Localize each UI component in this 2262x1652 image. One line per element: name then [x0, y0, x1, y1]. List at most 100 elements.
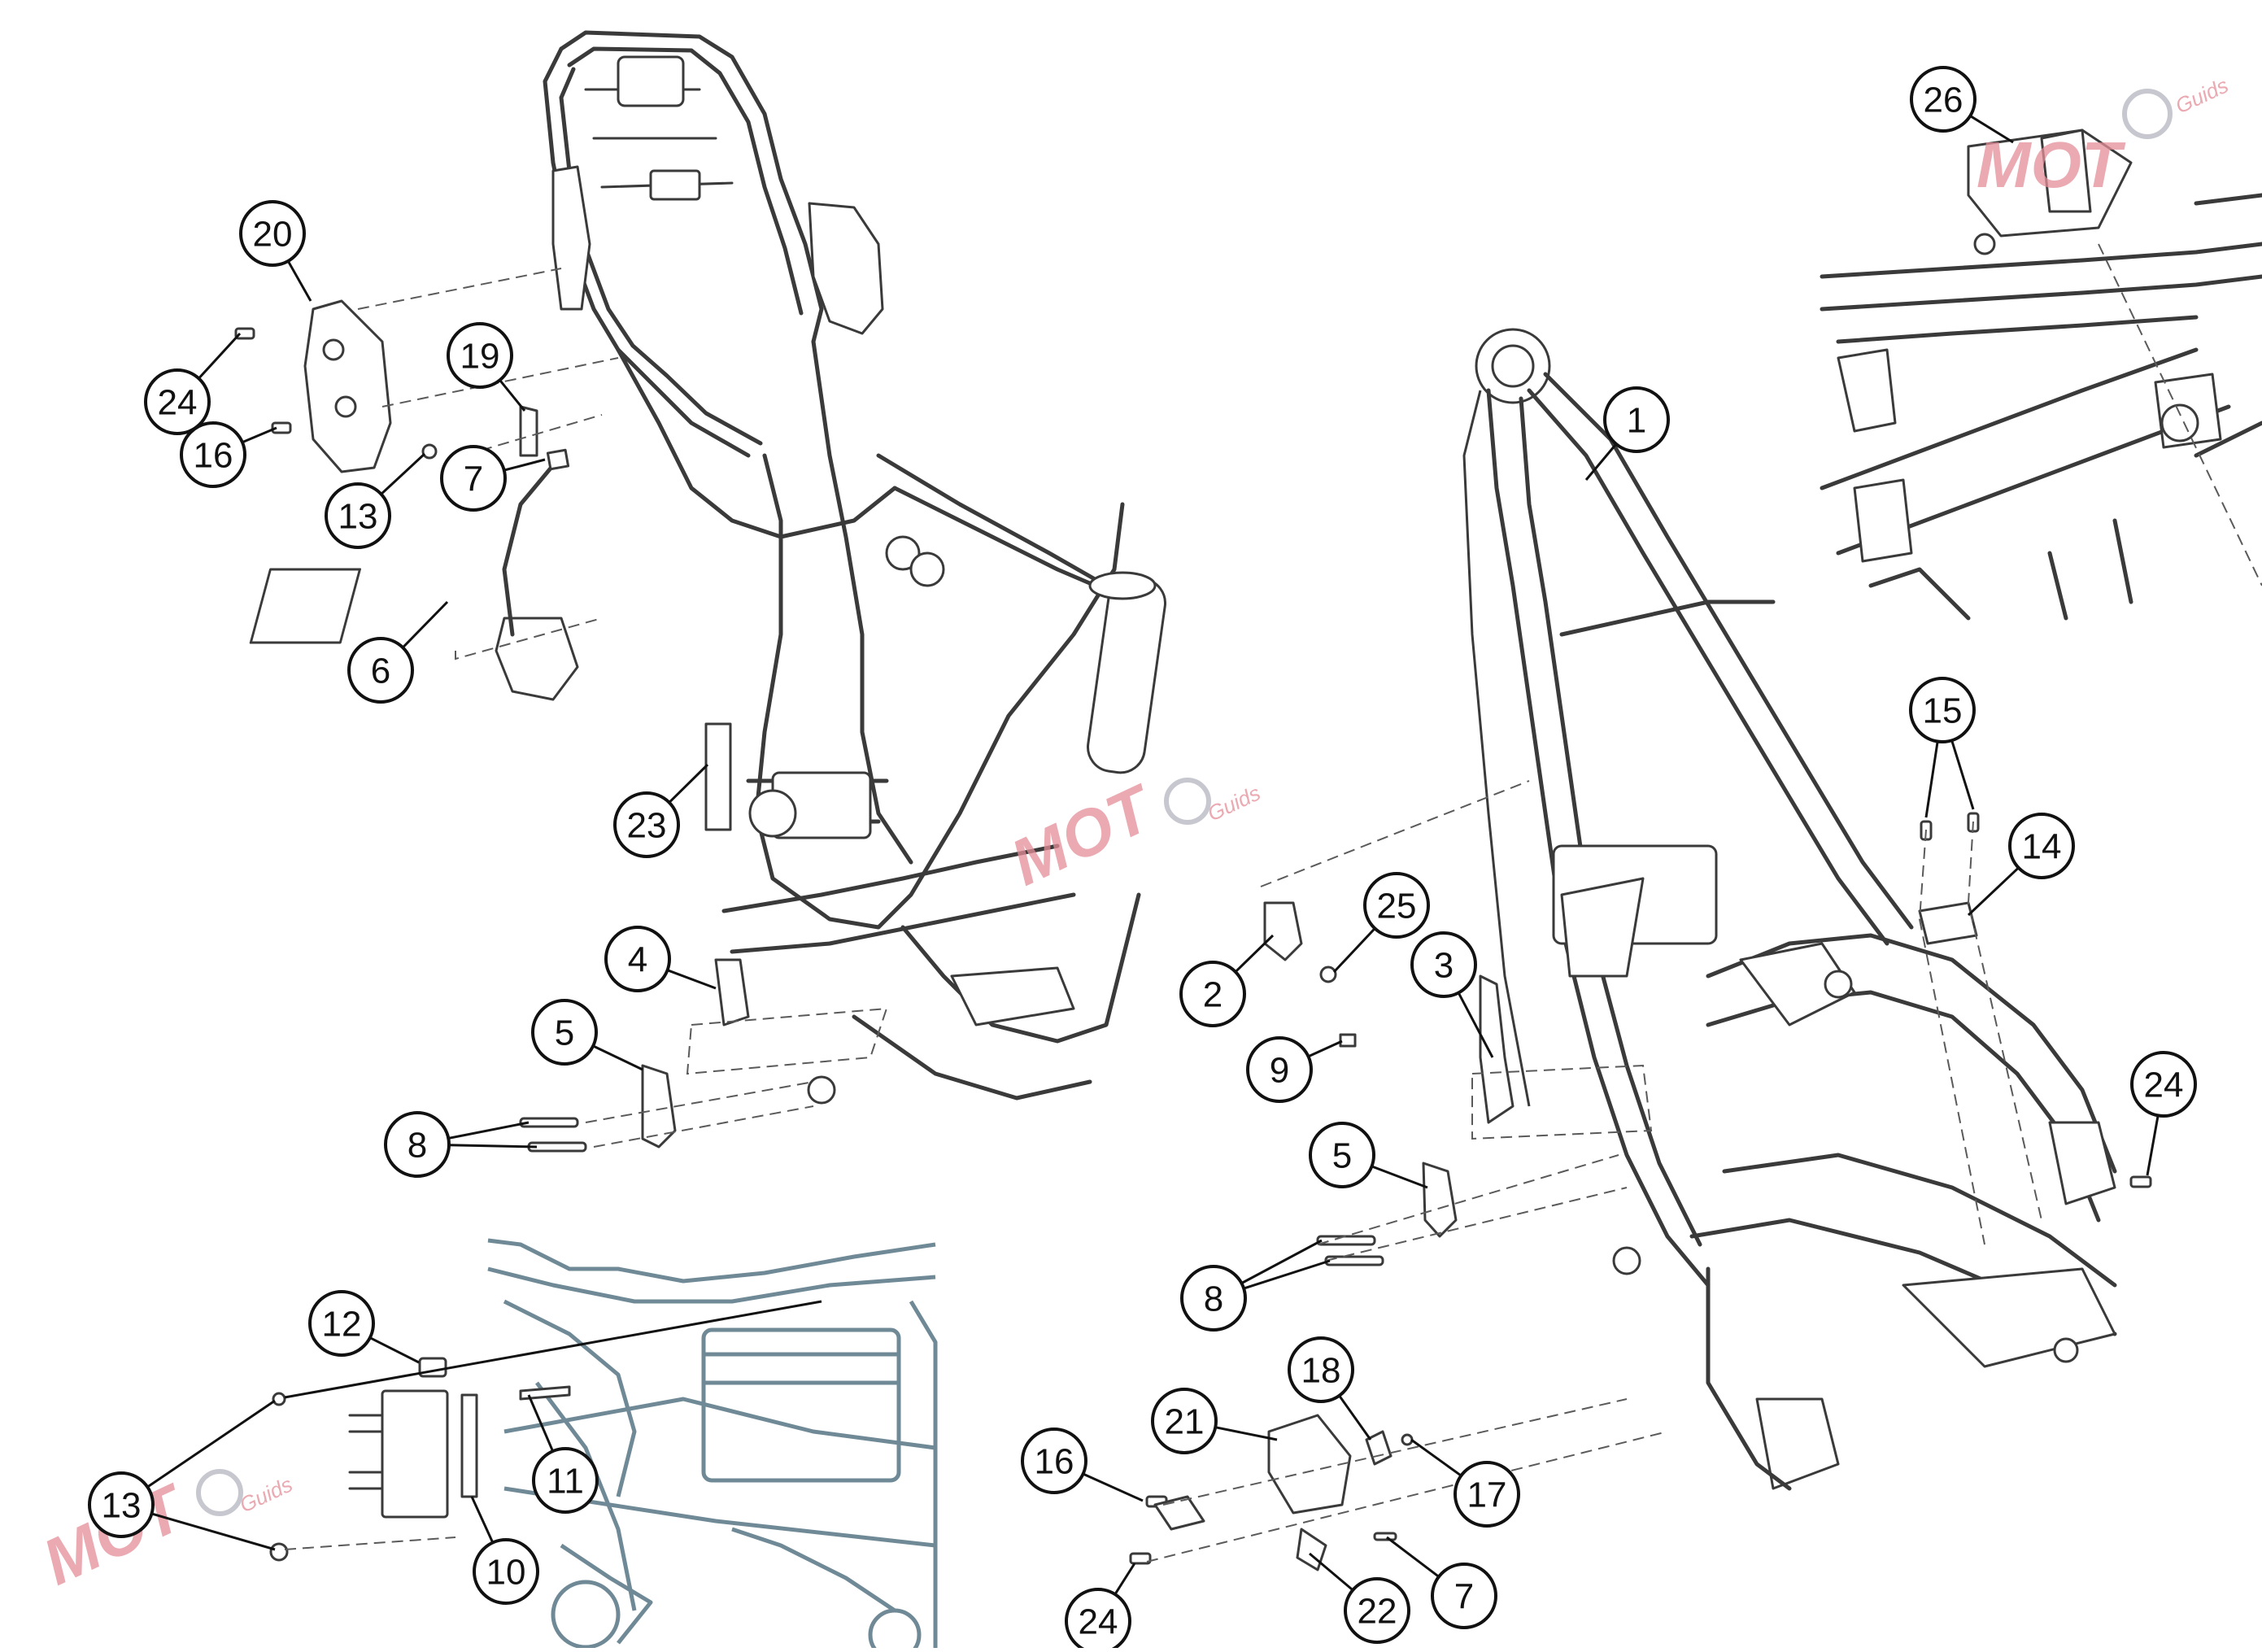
leader-line-20	[286, 260, 312, 302]
callout-12: 12	[308, 1290, 375, 1357]
callout-11: 11	[532, 1447, 599, 1514]
right-frame	[1462, 328, 2117, 1491]
callout-7: 7	[440, 445, 507, 512]
callout-circle	[1909, 677, 1976, 743]
callout-number: 19	[460, 337, 500, 377]
callout-number: 16	[1035, 1442, 1074, 1482]
callout-number: 14	[2022, 827, 2062, 867]
callout-circle	[1180, 1265, 1247, 1332]
leader-line-19	[499, 379, 526, 412]
callout-circle	[1431, 1563, 1497, 1629]
callout-13: 13	[88, 1471, 155, 1538]
callout-21: 21	[1151, 1388, 1218, 1454]
callout-number: 8	[408, 1126, 427, 1166]
callout-number: 22	[1358, 1592, 1397, 1632]
callout-number: 24	[2144, 1066, 2184, 1105]
callout-number: 5	[1332, 1136, 1352, 1176]
leader-line-24	[2146, 1115, 2160, 1176]
callout-circle	[532, 1447, 599, 1514]
leader-line-13	[380, 452, 426, 495]
callout-16: 16	[1021, 1428, 1087, 1494]
callout-22: 22	[1344, 1577, 1410, 1644]
callout-circle	[2008, 813, 2075, 879]
callout-circle	[239, 200, 306, 267]
leader-line-16	[242, 426, 277, 444]
leader-line-8	[447, 1121, 530, 1140]
callout-circle	[440, 445, 507, 512]
watermark-sub: Guids	[236, 1472, 296, 1518]
callout-circle	[180, 421, 246, 488]
leader-line-23	[668, 763, 709, 804]
leader-line-16	[1082, 1472, 1144, 1502]
callout-number: 25	[1377, 887, 1417, 926]
leader-line-5	[1371, 1165, 1428, 1189]
watermark-top-right: MOT Guids	[1977, 73, 2232, 201]
callout-20: 20	[239, 200, 306, 267]
leader-line-26	[1969, 115, 2014, 144]
callout-1: 1	[1603, 386, 1670, 453]
leader-line-7	[503, 458, 546, 472]
callout-8: 8	[1180, 1265, 1247, 1332]
leader-line-24	[1114, 1563, 1136, 1595]
callout-5: 5	[1309, 1122, 1375, 1188]
callout-13: 13	[325, 482, 391, 549]
watermark-brand: MOT	[1000, 770, 1166, 899]
left-frame	[495, 30, 1166, 1105]
callout-circle	[1288, 1336, 1354, 1403]
leader-line-13	[146, 1399, 276, 1489]
callout-number: 21	[1165, 1402, 1205, 1442]
callout-8: 8	[384, 1111, 451, 1178]
callout-circle	[347, 637, 414, 704]
callout-number: 13	[338, 497, 378, 537]
leader-line-6	[402, 600, 449, 649]
callout-circle	[1363, 872, 1430, 939]
callout-24: 24	[2130, 1051, 2197, 1118]
callout-23: 23	[613, 791, 680, 858]
right-parts	[1129, 780, 2152, 1571]
callout-25: 25	[1363, 872, 1430, 939]
callout-6: 6	[347, 637, 414, 704]
callout-circle	[1454, 1461, 1520, 1528]
callout-number: 3	[1434, 946, 1454, 986]
callout-number: 13	[102, 1486, 142, 1526]
leader-lines	[146, 115, 2160, 1595]
watermark-bottom-left: MOT Guids	[33, 1469, 296, 1598]
callout-number: 9	[1270, 1051, 1289, 1091]
leader-line-17	[1410, 1438, 1462, 1477]
watermark-brand: MOT	[1977, 129, 2126, 201]
callout-number: 4	[628, 940, 647, 980]
leader-line-13	[151, 1512, 276, 1551]
leader-line-25	[1332, 927, 1376, 974]
leader-line-8	[1240, 1239, 1323, 1284]
callout-15: 15	[1909, 677, 1976, 743]
callout-10: 10	[473, 1538, 539, 1605]
callout-circle	[531, 999, 598, 1066]
callout-number: 6	[371, 652, 390, 691]
leader-line-8	[1243, 1259, 1331, 1290]
detail-top-right	[1814, 129, 2262, 675]
callout-circle	[1179, 961, 1246, 1027]
callout-5: 5	[531, 999, 598, 1066]
callout-circle	[2130, 1051, 2197, 1118]
leader-line-1	[1584, 442, 1618, 481]
callout-number: 15	[1923, 691, 1963, 731]
callout-number: 5	[555, 1013, 574, 1053]
leader-line-7	[1386, 1536, 1440, 1578]
callout-circle	[1344, 1577, 1410, 1644]
callout-circle	[473, 1538, 539, 1605]
leader-line-24	[198, 332, 242, 380]
callout-number: 2	[1203, 975, 1223, 1015]
callout-circle	[384, 1111, 451, 1178]
callout-circle	[1246, 1036, 1313, 1103]
leader-line-3	[1457, 992, 1494, 1058]
leader-line-8	[448, 1144, 538, 1149]
leader-line-14	[1967, 866, 2020, 917]
left-parts	[234, 268, 888, 1153]
callout-circle	[447, 322, 513, 389]
callout-circle	[325, 482, 391, 549]
callout-9: 9	[1246, 1036, 1313, 1103]
callout-circle	[144, 368, 211, 435]
callout-number: 20	[253, 215, 293, 255]
